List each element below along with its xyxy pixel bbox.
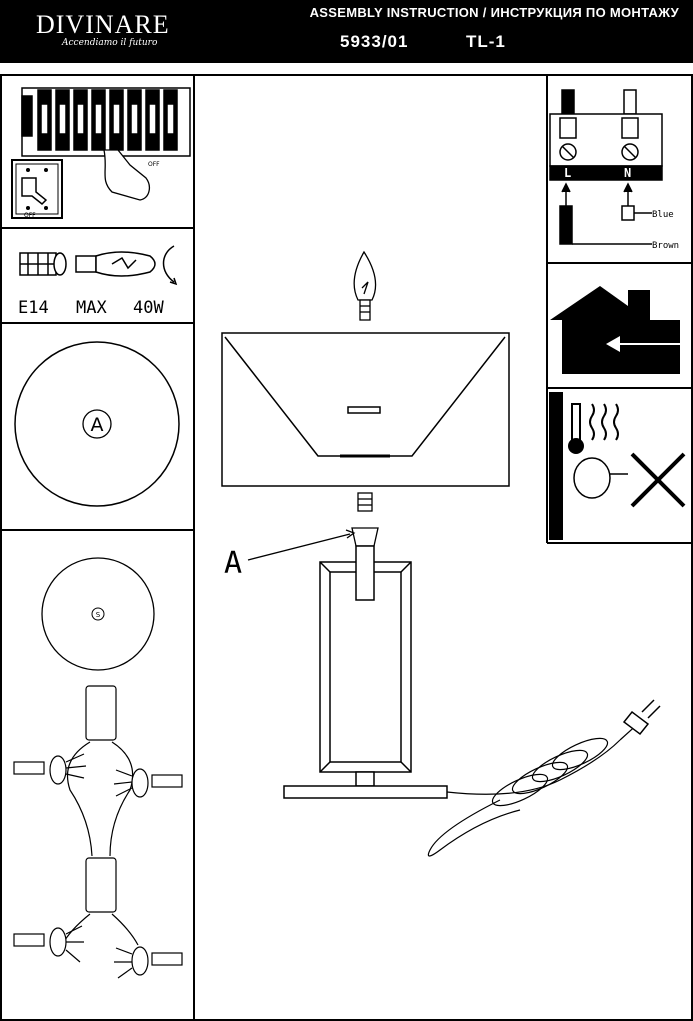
- rotate-arrow-icon: [162, 245, 178, 286]
- lamp-bulb-holder: [351, 492, 379, 547]
- brand-logo: DIVINARE: [36, 10, 170, 39]
- heat-warning-icon: [549, 392, 686, 540]
- wall-switch-icon: [11, 159, 63, 219]
- canopy-disk: [41, 557, 155, 671]
- wattage-label: 40W: [133, 298, 164, 318]
- document-title: ASSEMBLY INSTRUCTION / ИНСТРУКЦИЯ ПО МОН…: [309, 5, 679, 20]
- socket-type: E14: [18, 298, 49, 318]
- lamp-shade: [221, 332, 510, 487]
- screw-marker: [91, 607, 105, 621]
- callout-a-label: A: [224, 546, 242, 581]
- panel-grid: [0, 74, 693, 1021]
- screw-letter: S: [96, 611, 101, 619]
- header-bar: DIVINARE Accendiamo il futuro ASSEMBLY I…: [0, 0, 693, 63]
- hand-icon: [103, 149, 151, 201]
- bulb-icon: [75, 251, 156, 277]
- callout-a-arrow: [345, 529, 356, 539]
- lamp-bulb-icon: [353, 250, 377, 321]
- lamp-body: [283, 545, 448, 799]
- wiring-diagram: [13, 685, 183, 979]
- product-code: 5933/01: [340, 32, 409, 51]
- part-a-disk: [14, 341, 180, 507]
- brand-tagline: Accendiamo il futuro: [62, 38, 158, 48]
- off-label-switch: OFF: [24, 212, 36, 219]
- terminal-n: N: [624, 166, 631, 180]
- callout-a-leader: [247, 533, 351, 561]
- part-a-marker: [82, 409, 112, 439]
- power-cord: [427, 721, 641, 857]
- terminal-block-icon: [549, 89, 663, 245]
- max-label: MAX: [76, 298, 107, 318]
- socket-icon: [19, 252, 67, 276]
- terminal-l: L: [564, 166, 571, 180]
- off-label-breaker: OFF: [148, 161, 160, 168]
- part-a-letter: A: [91, 414, 104, 436]
- wire-brown-label: Brown: [652, 241, 679, 251]
- wire-blue-label: Blue: [652, 210, 674, 220]
- breaker-panel-icon: [21, 87, 191, 157]
- product-model: TL-1: [466, 32, 506, 51]
- indoor-house-icon: [550, 286, 690, 374]
- power-plug-icon: [622, 699, 661, 736]
